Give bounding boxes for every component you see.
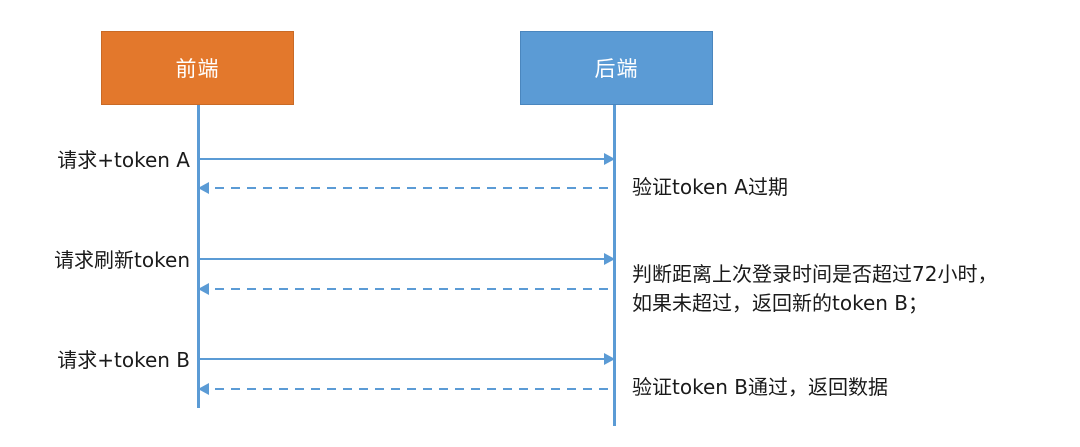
arrowhead-right-icon (604, 353, 615, 365)
arrowhead-right-icon (604, 153, 615, 165)
participant-label-frontend: 前端 (175, 57, 220, 81)
message-arrow-request-2 (200, 251, 615, 267)
message-line (199, 187, 613, 190)
arrowhead-right-icon (604, 253, 615, 265)
message-label-request-3: 请求+token B (57, 348, 190, 372)
lifeline-backend (613, 105, 616, 426)
message-arrow-response-3 (198, 381, 613, 397)
message-arrow-request-3 (200, 351, 615, 367)
message-arrow-request-1 (200, 151, 615, 167)
message-line (200, 258, 614, 260)
note-response-2-line-1: 判断距离上次登录时间是否超过72小时， (632, 262, 998, 286)
message-line (200, 358, 614, 360)
message-line (199, 288, 613, 291)
message-arrow-response-2 (198, 281, 613, 297)
participant-label-backend: 后端 (594, 57, 639, 81)
message-line (199, 388, 613, 391)
note-response-2-line-2: 如果未超过，返回新的token B； (632, 291, 929, 315)
arrowhead-left-icon (198, 283, 209, 295)
message-arrow-response-1 (198, 180, 613, 196)
participant-box-backend: 后端 (520, 31, 713, 105)
participant-box-frontend: 前端 (101, 31, 294, 105)
message-label-request-2: 请求刷新token (54, 248, 190, 272)
arrowhead-left-icon (198, 182, 209, 194)
note-response-3: 验证token B通过，返回数据 (632, 375, 889, 399)
message-label-request-1: 请求+token A (57, 148, 190, 172)
note-response-1: 验证token A过期 (632, 175, 788, 199)
arrowhead-left-icon (198, 383, 209, 395)
message-line (200, 158, 614, 160)
lifeline-frontend (197, 105, 200, 408)
